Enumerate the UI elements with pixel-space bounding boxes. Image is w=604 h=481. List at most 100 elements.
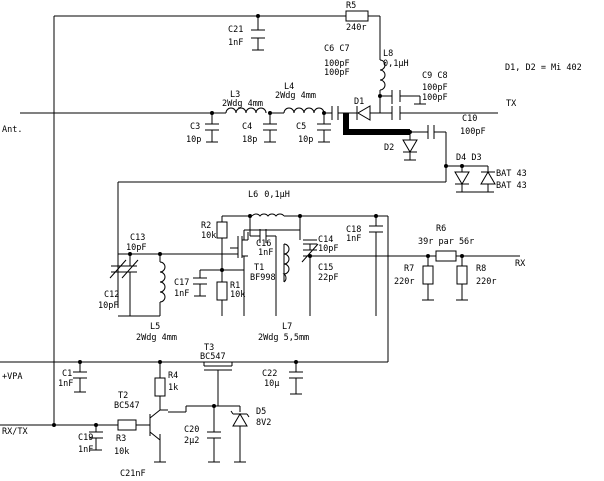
r8-value: 220r <box>476 277 496 287</box>
r1-resistor-symbol <box>216 281 228 301</box>
d4d3-ref: D4 D3 <box>456 153 482 163</box>
c17-capacitor-symbol <box>193 277 207 285</box>
d5-ref: D5 <box>256 407 266 417</box>
c10-value: 100pF <box>460 127 486 137</box>
r5-resistor-symbol <box>345 10 369 22</box>
c5-ref: C5 <box>296 122 306 132</box>
c1-capacitor-symbol <box>73 371 87 379</box>
c21-ref: C21 <box>228 25 243 35</box>
c3-value: 10p <box>186 135 201 145</box>
c4-value: 18p <box>242 135 257 145</box>
c22-capacitor-symbol <box>289 371 303 379</box>
c22-value: 10µ <box>264 379 279 389</box>
note-diodes: D1, D2 = Mi 402 <box>505 63 582 73</box>
c10-capacitor-symbol <box>427 125 435 139</box>
t2-ref: T2 <box>118 391 128 401</box>
c21-value: 1nF <box>228 38 243 48</box>
l4-inductor-symbol <box>283 107 325 114</box>
l5-value: 2Wdg 4mm <box>136 333 177 343</box>
t2-transistor-symbol <box>149 409 168 448</box>
stripline-stub <box>343 113 410 135</box>
l5-inductor-symbol <box>159 261 166 303</box>
r1-value: 10k <box>230 290 245 300</box>
c9c8-value1: 100pF <box>422 83 448 93</box>
r6-ref: R6 <box>436 224 446 234</box>
c22-ref: C22 <box>262 369 277 379</box>
c18-capacitor-symbol <box>369 225 383 233</box>
r5-ref: R5 <box>346 1 356 11</box>
c14-ref: C14 <box>318 235 333 245</box>
c5-value: 10p <box>298 135 313 145</box>
d1-diode-symbol <box>352 105 371 121</box>
c19-capacitor-symbol <box>89 431 103 439</box>
r3-ref: R3 <box>116 434 126 444</box>
d5-value: 8V2 <box>256 418 271 428</box>
c4-capacitor-symbol <box>263 123 277 131</box>
d5-zener-symbol <box>230 410 250 427</box>
c21nf-label: C21nF <box>120 469 146 479</box>
d4d3-value2: BAT 43 <box>496 181 527 191</box>
l3-value: 2Wdg 4mm <box>222 99 263 109</box>
d2-diode-symbol <box>402 139 418 153</box>
r7-value: 220r <box>394 277 414 287</box>
c1-value: 1nF <box>58 379 73 389</box>
l7-value: 2Wdg 5,5mm <box>258 333 309 343</box>
c6c7-ref: C6 C7 <box>324 44 350 54</box>
c18-ref: C18 <box>346 225 361 235</box>
c19-ref: C19 <box>78 433 93 443</box>
c3-ref: C3 <box>190 122 200 132</box>
r5-value: 240r <box>346 23 366 33</box>
r6-resistor-symbol <box>435 250 457 262</box>
d2-ref: D2 <box>384 143 394 153</box>
r8-resistor-symbol <box>456 265 468 285</box>
c9c8-ref: C9 C8 <box>422 71 448 81</box>
r2-ref: R2 <box>201 221 211 231</box>
c14-capacitor-symbol <box>303 239 317 245</box>
c15-value: 22pF <box>318 273 338 283</box>
t3-value: BC547 <box>200 352 226 362</box>
l6-inductor-symbol <box>251 213 285 217</box>
c17-value: 1nF <box>174 289 189 299</box>
l8-value: 0,1µH <box>383 59 409 69</box>
d4-diode-symbol <box>454 171 470 185</box>
c16-capacitor-symbol <box>259 229 267 243</box>
c5-capacitor-symbol <box>317 123 331 131</box>
r2-value: 10k <box>201 231 216 241</box>
l8-inductor-symbol <box>379 59 386 91</box>
c16-value: 1nF <box>258 248 273 258</box>
c1-ref: C1 <box>62 369 72 379</box>
c6c7-value1: 100pF <box>324 59 350 69</box>
c12-trimmer-capacitor-symbol <box>109 259 127 279</box>
r4-resistor-symbol <box>154 377 166 397</box>
c20-capacitor-symbol <box>207 431 221 439</box>
r7-resistor-symbol <box>422 265 434 285</box>
c15-trimmer-capacitor-symbol <box>301 243 319 263</box>
port-vpa: +VPA <box>2 372 22 382</box>
c13-value: 10pF <box>126 243 146 253</box>
c9c8-value2: 100pF <box>422 93 448 103</box>
c6c7-value2: 100pF <box>324 68 350 78</box>
t1-mosfet-symbol <box>230 232 249 258</box>
c17-ref: C17 <box>174 278 189 288</box>
port-ant: Ant. <box>2 125 22 135</box>
r8-ref: R8 <box>476 264 486 274</box>
c15-ref: C15 <box>318 263 333 273</box>
c14-value: 10pF <box>318 244 338 254</box>
t1-value: BF998 <box>250 273 276 283</box>
d3-diode-symbol <box>480 171 496 185</box>
r3-resistor-symbol <box>117 419 137 431</box>
c18-value: 1nF <box>346 234 361 244</box>
r7-ref: R7 <box>404 264 414 274</box>
r1-ref: R1 <box>230 281 240 291</box>
r4-value: 1k <box>168 383 178 393</box>
l4-value: 2Wdg 4mm <box>275 91 316 101</box>
port-rxtx: RX/TX <box>2 427 28 437</box>
l3-inductor-symbol <box>225 107 267 114</box>
l3-ref: L3 <box>230 90 240 100</box>
c3-capacitor-symbol <box>205 123 219 131</box>
c9-c8-capacitor-symbol <box>391 90 426 120</box>
l8-ref: L8 <box>383 49 393 59</box>
t3-ref: T3 <box>204 343 214 353</box>
c19-value: 1nF <box>78 445 93 455</box>
